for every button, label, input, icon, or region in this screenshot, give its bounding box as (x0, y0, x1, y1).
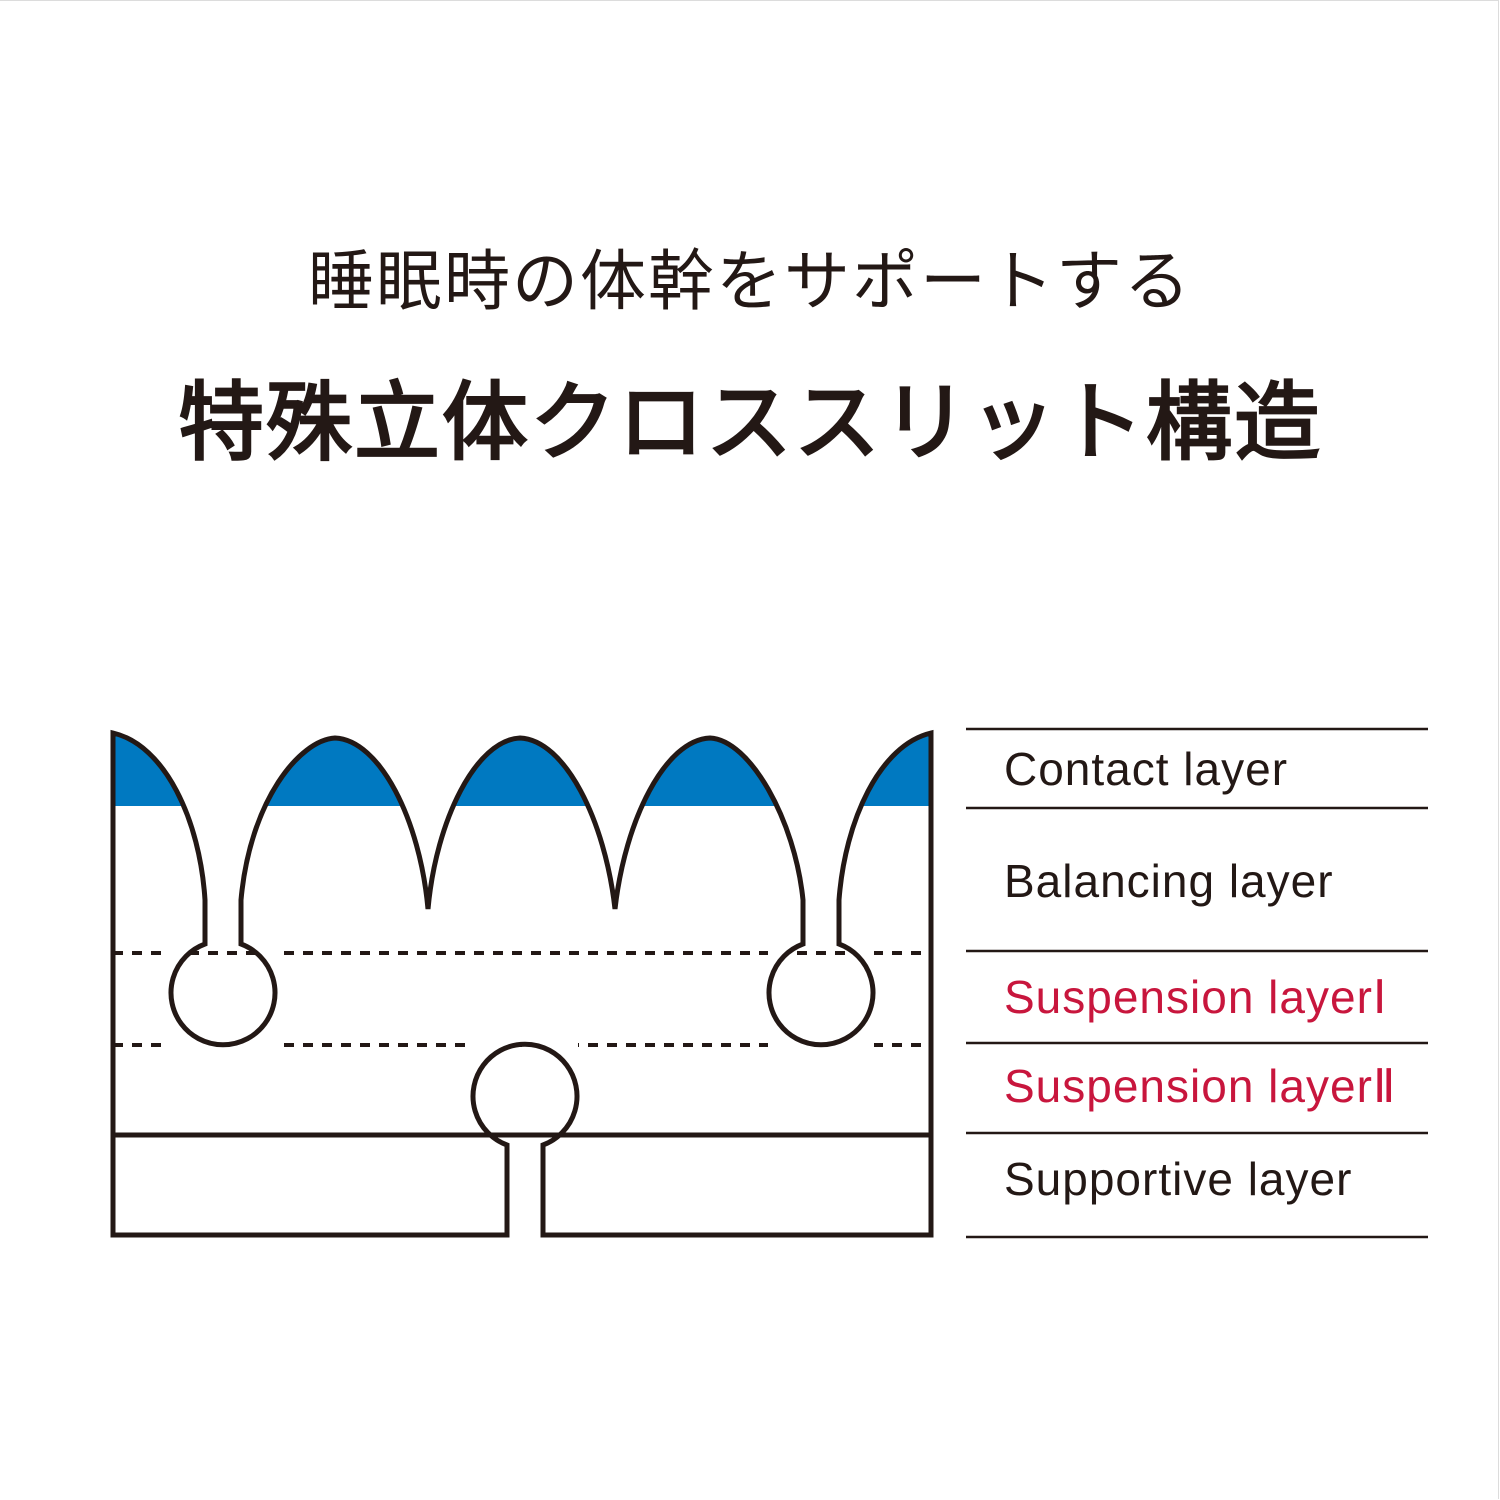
foam-cross-section-outline (113, 733, 931, 1235)
legend-contact-layer: Contact layer (1004, 743, 1289, 795)
legend-balancing-layer: Balancing layer (1004, 855, 1334, 907)
page-title: 特殊立体クロススリット構造 (178, 373, 1322, 473)
legend-suspension-layer-2: Suspension layerⅡ (1004, 1060, 1397, 1112)
legend-rules (966, 727, 1428, 1239)
legend-suspension-layer-1: Suspension layerⅠ (1004, 971, 1388, 1023)
legend-supportive-layer: Supportive layer (1004, 1153, 1353, 1205)
contact-layer-fill (113, 733, 931, 806)
subtitle: 睡眠時の体幹をサポートする (308, 243, 1192, 320)
